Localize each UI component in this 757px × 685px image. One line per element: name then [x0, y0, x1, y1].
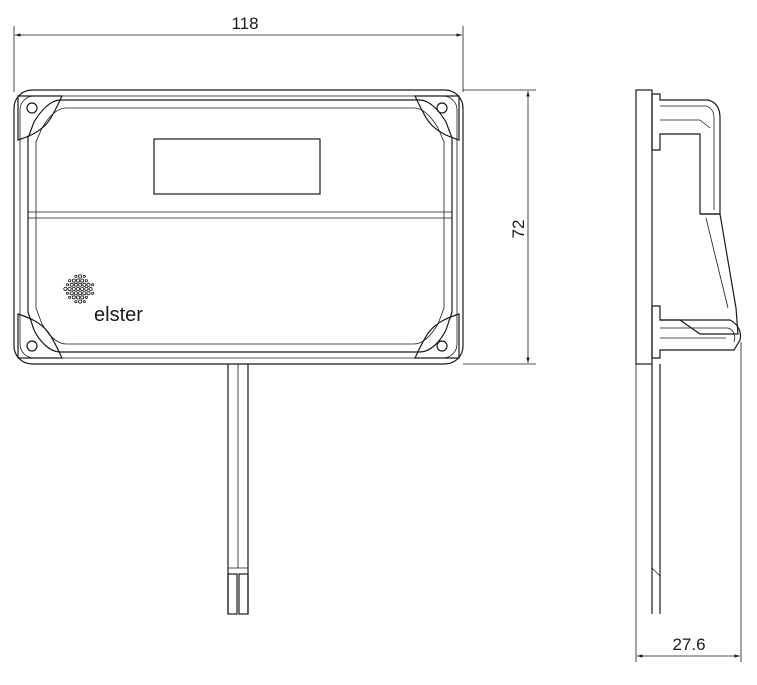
logo-dot: [78, 282, 83, 287]
logo-dot: [78, 291, 83, 296]
logo-dot: [71, 295, 76, 300]
side-sloped-body: [660, 213, 739, 335]
logo-dot: [68, 279, 72, 283]
logo-dot: [84, 286, 89, 291]
logo-dot: [68, 295, 72, 299]
corner-screw-bottom-right: [414, 313, 460, 359]
logo-dot: [82, 274, 86, 278]
logo-dot: [82, 282, 87, 287]
cover-outline: [27, 99, 453, 353]
logo-dot: [73, 291, 78, 296]
logo-dot: [76, 295, 81, 300]
logo-dot: [66, 283, 70, 287]
logo-dot: [69, 282, 74, 287]
logo-dot: [73, 282, 78, 287]
logo-dot: [71, 278, 76, 283]
logo-dot: [78, 274, 83, 279]
logo-dot: [69, 291, 74, 296]
logo-dot: [74, 300, 78, 304]
corner-screw-bottom-left: [17, 313, 63, 359]
cable: [227, 364, 249, 615]
width-dimension: 118: [13, 14, 464, 92]
logo-dot: [84, 295, 88, 299]
cover-inner-outline: [35, 107, 445, 345]
elster-logo-text: elster: [94, 304, 143, 326]
logo-dot: [80, 278, 85, 283]
logo-dot: [84, 279, 88, 283]
logo-dot: [82, 300, 86, 304]
height-dimension: 72: [463, 89, 536, 365]
logo-dot: [91, 291, 95, 295]
logo-dot: [82, 291, 87, 296]
logo-dot: [78, 299, 83, 304]
side-bottom-flange: [651, 305, 742, 359]
logo-dot: [74, 274, 78, 278]
side-top-flange: [651, 93, 721, 215]
elster-logo: elster: [63, 274, 143, 326]
elster-logo-mark-icon: [63, 274, 95, 304]
logo-dot: [76, 286, 81, 291]
logo-dot: [86, 282, 91, 287]
display-window: [153, 138, 321, 195]
corner-screw-top-left: [17, 95, 63, 141]
logo-dot: [67, 286, 72, 291]
housing-outline: [13, 89, 464, 365]
logo-dot: [66, 291, 70, 295]
logo-dot: [80, 295, 85, 300]
height-dimension-label: 72: [509, 220, 528, 239]
logo-dot: [88, 286, 93, 291]
width-dimension-label: 118: [231, 14, 258, 33]
housing-inner-outline: [19, 95, 458, 359]
logo-dot: [63, 286, 68, 291]
side-base-plate: [635, 89, 653, 365]
side-cable: [651, 364, 661, 614]
logo-dot: [91, 283, 95, 287]
corner-screw-top-right: [414, 95, 460, 141]
logo-dot: [86, 291, 91, 296]
side-view: [635, 89, 742, 614]
logo-dot: [76, 278, 81, 283]
depth-dimension-label: 27.6: [672, 635, 705, 654]
logo-dot: [71, 286, 76, 291]
logo-dot: [80, 286, 85, 291]
front-view: elster: [13, 89, 464, 615]
depth-dimension: 27.6: [635, 342, 742, 662]
